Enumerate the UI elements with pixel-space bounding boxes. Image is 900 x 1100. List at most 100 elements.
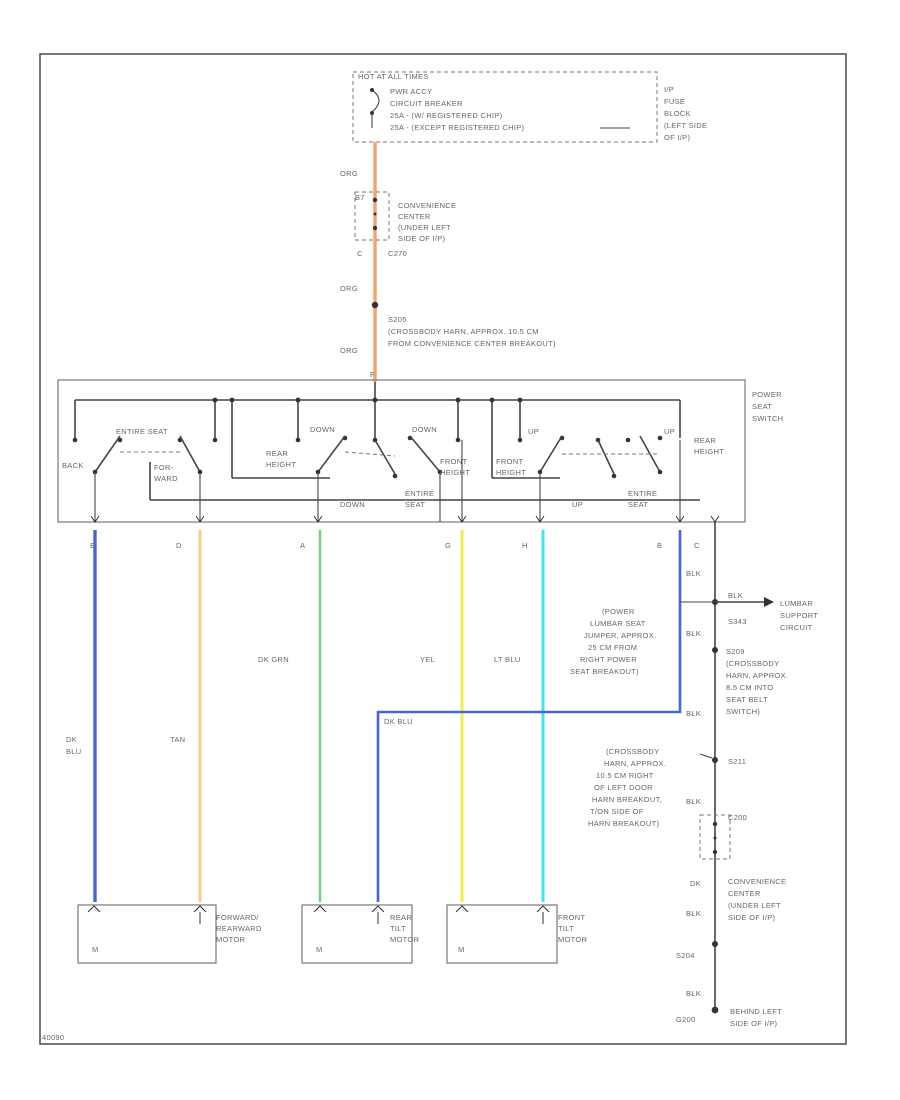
svg-text:BLOCK: BLOCK [664,109,691,118]
svg-text:ENTIRE: ENTIRE [405,489,434,498]
svg-text:SIDE OF I/P): SIDE OF I/P) [728,913,776,922]
svg-text:(CROSSBODY HARN, APPROX. 10.5: (CROSSBODY HARN, APPROX. 10.5 CM [388,327,539,336]
svg-text:REAR: REAR [694,436,716,445]
svg-text:C200: C200 [728,813,747,822]
lumbar-arrow [764,597,774,607]
svg-text:SEAT: SEAT [752,402,772,411]
svg-text:25A - (W/ REGISTERED CHIP): 25A - (W/ REGISTERED CHIP) [390,111,503,120]
conv-center-top-label: CONVENIENCE CENTER (UNDER LEFT SIDE OF I… [398,201,456,243]
svg-text:(CROSSBODY: (CROSSBODY [726,659,779,668]
breaker-symbol [371,89,380,113]
svg-text:REAR: REAR [266,449,288,458]
svg-text:JUMPER, APPROX.: JUMPER, APPROX. [584,631,656,640]
svg-text:REARWARD: REARWARD [216,924,262,933]
svg-text:S205: S205 [388,315,407,324]
svg-text:REAR: REAR [390,913,412,922]
svg-text:SIDE OF I/P): SIDE OF I/P) [730,1019,778,1028]
svg-text:B7: B7 [355,193,365,202]
svg-text:CIRCUIT BREAKER: CIRCUIT BREAKER [390,99,463,108]
wire-dk-blu-cross [376,530,682,902]
svg-text:M: M [458,945,465,954]
svg-text:(CROSSBODY: (CROSSBODY [606,747,659,756]
splice-s209 [712,647,718,653]
svg-text:(UNDER LEFT: (UNDER LEFT [398,223,451,232]
svg-text:OF I/P): OF I/P) [664,133,690,142]
splice-s211 [712,757,718,763]
svg-text:H: H [522,541,528,550]
svg-text:CIRCUIT: CIRCUIT [780,623,813,632]
svg-text:S211: S211 [728,757,746,766]
svg-text:FUSE: FUSE [664,97,685,106]
svg-text:DK GRN: DK GRN [258,655,289,664]
svg-text:I/P: I/P [664,85,674,94]
svg-text:SIDE OF I/P): SIDE OF I/P) [398,234,446,243]
svg-text:HARN BREAKOUT,: HARN BREAKOUT, [592,795,662,804]
svg-text:C: C [694,541,700,550]
s343-desc: (POWER LUMBAR SEAT JUMPER, APPROX. 25 CM… [570,607,656,676]
svg-text:MOTOR: MOTOR [390,935,420,944]
splice-s205 [371,301,379,309]
power-seat-switch-label: POWER SEAT SWITCH [752,390,783,423]
svg-text:C270: C270 [388,249,407,258]
svg-text:PWR ACCY: PWR ACCY [390,87,432,96]
svg-text:B: B [657,541,662,550]
svg-text:YEL: YEL [420,655,435,664]
s205-label: S205 (CROSSBODY HARN, APPROX. 10.5 CM FR… [388,315,556,348]
svg-text:TILT: TILT [390,924,406,933]
svg-text:BLK: BLK [686,629,701,638]
motor-forward-rearward: M FORWARD/ REARWARD MOTOR [77,904,262,964]
svg-text:(LEFT SIDE: (LEFT SIDE [664,121,707,130]
svg-text:FRONT: FRONT [440,457,467,466]
svg-text:HEIGHT: HEIGHT [694,447,724,456]
svg-text:BLK: BLK [686,989,701,998]
wire-org-label-2: ORG [340,284,358,293]
svg-text:BLK: BLK [686,797,701,806]
svg-text:UP: UP [664,427,675,436]
svg-text:FRONT: FRONT [558,913,585,922]
svg-text:DK: DK [66,735,77,744]
svg-text:FROM CONVENIENCE CENTER BREAKO: FROM CONVENIENCE CENTER BREAKOUT) [388,339,556,348]
svg-text:DK: DK [690,879,701,888]
svg-text:BLK: BLK [686,909,701,918]
s209-label: S209 (CROSSBODY HARN, APPROX. 8.5 CM INT… [726,647,788,716]
svg-text:E: E [90,541,95,550]
svg-text:HARN BREAKOUT): HARN BREAKOUT) [588,819,659,828]
svg-text:25A - (EXCEPT REGISTERED CHIP): 25A - (EXCEPT REGISTERED CHIP) [390,123,525,132]
svg-text:G200: G200 [676,1015,696,1024]
wire-org-label-1: ORG [340,169,358,178]
svg-text:SWITCH: SWITCH [752,414,783,423]
svg-text:SEAT BELT: SEAT BELT [726,695,768,704]
svg-text:M: M [316,945,323,954]
svg-text:OF LEFT DOOR: OF LEFT DOOR [594,783,653,792]
svg-text:TILT: TILT [558,924,574,933]
fuse-block-label: I/P FUSE BLOCK (LEFT SIDE OF I/P) [664,85,707,142]
fuse-block-outline [352,71,658,143]
svg-text:SWITCH): SWITCH) [726,707,760,716]
svg-text:BACK: BACK [62,461,84,470]
svg-text:MOTOR: MOTOR [558,935,588,944]
svg-text:HEIGHT: HEIGHT [266,460,296,469]
svg-text:D: D [176,541,182,550]
ground-desc: BEHIND LEFT SIDE OF I/P) [730,1007,782,1028]
svg-text:DOWN: DOWN [412,425,437,434]
svg-text:T/ON SIDE OF: T/ON SIDE OF [590,807,644,816]
svg-text:LUMBAR: LUMBAR [780,599,813,608]
svg-text:SUPPORT: SUPPORT [780,611,818,620]
switch-contacts [72,435,700,522]
svg-text:SEAT BREAKOUT): SEAT BREAKOUT) [570,667,639,676]
svg-text:F: F [370,370,375,379]
wire-labels: DK BLU TAN DK GRN YEL LT BLU DK BLU [66,655,520,756]
svg-text:10.5 CM RIGHT: 10.5 CM RIGHT [596,771,654,780]
svg-text:S343: S343 [728,617,747,626]
svg-text:BEHIND LEFT: BEHIND LEFT [730,1007,782,1016]
svg-text:ENTIRE SEAT: ENTIRE SEAT [116,427,168,436]
svg-text:UP: UP [528,427,539,436]
svg-text:S209: S209 [726,647,745,656]
svg-text:HEIGHT: HEIGHT [496,468,526,477]
svg-text:(UNDER LEFT: (UNDER LEFT [728,901,781,910]
svg-text:FRONT: FRONT [496,457,523,466]
svg-text:SEAT: SEAT [628,500,648,509]
svg-text:C: C [357,249,363,258]
svg-text:DOWN: DOWN [310,425,335,434]
svg-text:TAN: TAN [170,735,185,744]
